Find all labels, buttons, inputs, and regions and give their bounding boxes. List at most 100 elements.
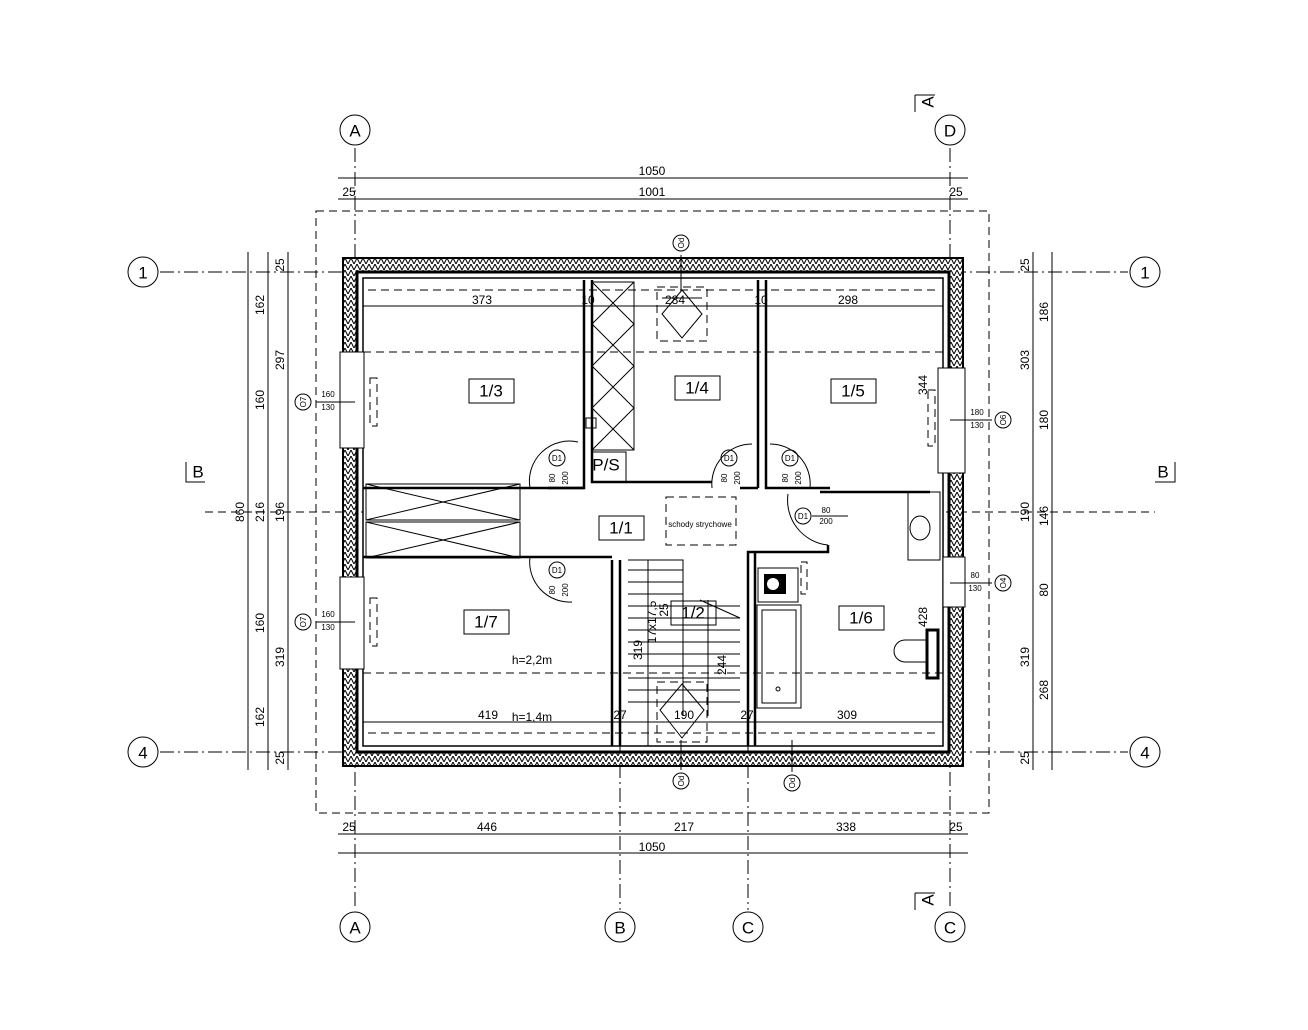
- svg-text:196: 196: [273, 502, 287, 522]
- svg-text:1001: 1001: [639, 185, 666, 199]
- axis-bubble-4-left: 4: [127, 736, 159, 768]
- svg-text:D1: D1: [785, 454, 796, 463]
- svg-text:1/5: 1/5: [841, 381, 865, 400]
- svg-text:25: 25: [949, 185, 963, 199]
- svg-text:25: 25: [1018, 258, 1032, 272]
- svg-text:162: 162: [253, 295, 267, 315]
- svg-text:O7: O7: [299, 396, 308, 407]
- axis-bubble-4-right: 4: [1129, 736, 1161, 768]
- svg-text:h=2,2m: h=2,2m: [512, 653, 552, 667]
- staircase: schody strychowe: [628, 496, 741, 746]
- svg-text:A: A: [919, 96, 938, 108]
- svg-text:162: 162: [253, 707, 267, 727]
- svg-text:200: 200: [561, 471, 570, 485]
- svg-text:217: 217: [674, 820, 694, 834]
- svg-text:4: 4: [1140, 744, 1149, 763]
- dimension-left: 860 162 160 216 160 162 25 297 196 319 2…: [233, 252, 289, 770]
- axis-bubble-c-bottom: C: [732, 911, 764, 943]
- svg-text:297: 297: [273, 350, 287, 370]
- svg-text:25: 25: [273, 258, 287, 272]
- svg-text:D1: D1: [552, 566, 563, 575]
- svg-text:Od: Od: [677, 238, 686, 249]
- room-label-1-2: 1/2: [670, 600, 717, 626]
- svg-text:80: 80: [781, 473, 790, 482]
- svg-text:190: 190: [1018, 502, 1032, 522]
- svg-text:200: 200: [561, 583, 570, 597]
- svg-text:Od: Od: [788, 778, 797, 789]
- svg-text:80: 80: [822, 506, 831, 515]
- svg-text:130: 130: [321, 403, 335, 412]
- door-room-16: D1 80 200: [787, 493, 848, 546]
- axis-bubble-d-top: D: [934, 114, 966, 146]
- svg-text:190: 190: [674, 708, 694, 722]
- svg-text:A: A: [919, 894, 938, 906]
- svg-text:216: 216: [253, 502, 267, 522]
- svg-text:1/3: 1/3: [479, 381, 503, 400]
- room-label-ps: P/S: [592, 455, 619, 474]
- room-label-1-6: 1/6: [838, 605, 885, 631]
- svg-text:O4: O4: [999, 577, 1008, 588]
- section-mark-b-left: B: [185, 462, 205, 483]
- bathroom-fixtures: [756, 491, 941, 709]
- svg-text:284: 284: [665, 293, 685, 307]
- svg-text:25: 25: [657, 603, 671, 617]
- svg-text:419: 419: [478, 708, 498, 722]
- dimension-bottom: 25 446 217 338 25 1050: [338, 820, 968, 854]
- vent-top: Od: [672, 234, 690, 290]
- svg-text:200: 200: [794, 471, 803, 485]
- svg-text:160: 160: [321, 610, 335, 619]
- svg-text:130: 130: [970, 421, 984, 430]
- svg-text:446: 446: [477, 820, 497, 834]
- svg-text:860: 860: [233, 502, 247, 522]
- svg-text:338: 338: [836, 820, 856, 834]
- section-mark-a-bottom: A: [914, 892, 938, 910]
- door-room-15: D1 80 200: [769, 443, 811, 489]
- svg-text:200: 200: [819, 517, 833, 526]
- svg-text:373: 373: [472, 293, 492, 307]
- svg-text:1050: 1050: [639, 840, 666, 854]
- svg-text:4: 4: [138, 744, 147, 763]
- svg-text:200: 200: [733, 471, 742, 485]
- svg-text:319: 319: [1018, 647, 1032, 667]
- svg-text:186: 186: [1037, 302, 1051, 322]
- section-mark-b-right: B: [1155, 462, 1176, 483]
- svg-text:D1: D1: [798, 512, 809, 521]
- svg-text:27: 27: [740, 708, 754, 722]
- svg-text:1/1: 1/1: [609, 518, 633, 537]
- axis-bubble-b-bottom: B: [604, 911, 636, 943]
- svg-text:B: B: [614, 919, 625, 938]
- svg-text:10: 10: [754, 293, 768, 307]
- svg-text:344: 344: [916, 375, 930, 395]
- room-label-1-3: 1/3: [468, 378, 515, 404]
- svg-text:17x17,5: 17x17,5: [645, 600, 659, 643]
- svg-text:1/2: 1/2: [681, 603, 705, 622]
- svg-text:D1: D1: [552, 454, 563, 463]
- interior-dimensions: 373 10 284 10 298 344 428 419 h=1,4m h=2…: [363, 293, 943, 724]
- svg-text:1: 1: [138, 264, 147, 283]
- svg-text:C: C: [742, 919, 754, 938]
- axis-bubble-1-left: 1: [127, 256, 159, 288]
- svg-text:298: 298: [838, 293, 858, 307]
- svg-text:160: 160: [321, 390, 335, 399]
- svg-text:1/7: 1/7: [474, 612, 498, 631]
- svg-text:B: B: [192, 463, 203, 482]
- svg-text:25: 25: [342, 820, 356, 834]
- svg-text:25: 25: [342, 185, 356, 199]
- svg-text:80: 80: [1037, 583, 1051, 597]
- room-label-1-5: 1/5: [830, 378, 877, 404]
- svg-text:160: 160: [253, 613, 267, 633]
- svg-text:1: 1: [1140, 264, 1149, 283]
- svg-text:h=1,4m: h=1,4m: [512, 710, 552, 724]
- section-mark-a-top: A: [914, 94, 938, 112]
- svg-text:319: 319: [631, 640, 645, 660]
- svg-text:80: 80: [971, 571, 980, 580]
- svg-text:B: B: [1157, 463, 1168, 482]
- svg-text:130: 130: [968, 584, 982, 593]
- svg-text:303: 303: [1018, 350, 1032, 370]
- attic-stairs-label: schody strychowe: [668, 520, 732, 529]
- svg-text:1050: 1050: [639, 164, 666, 178]
